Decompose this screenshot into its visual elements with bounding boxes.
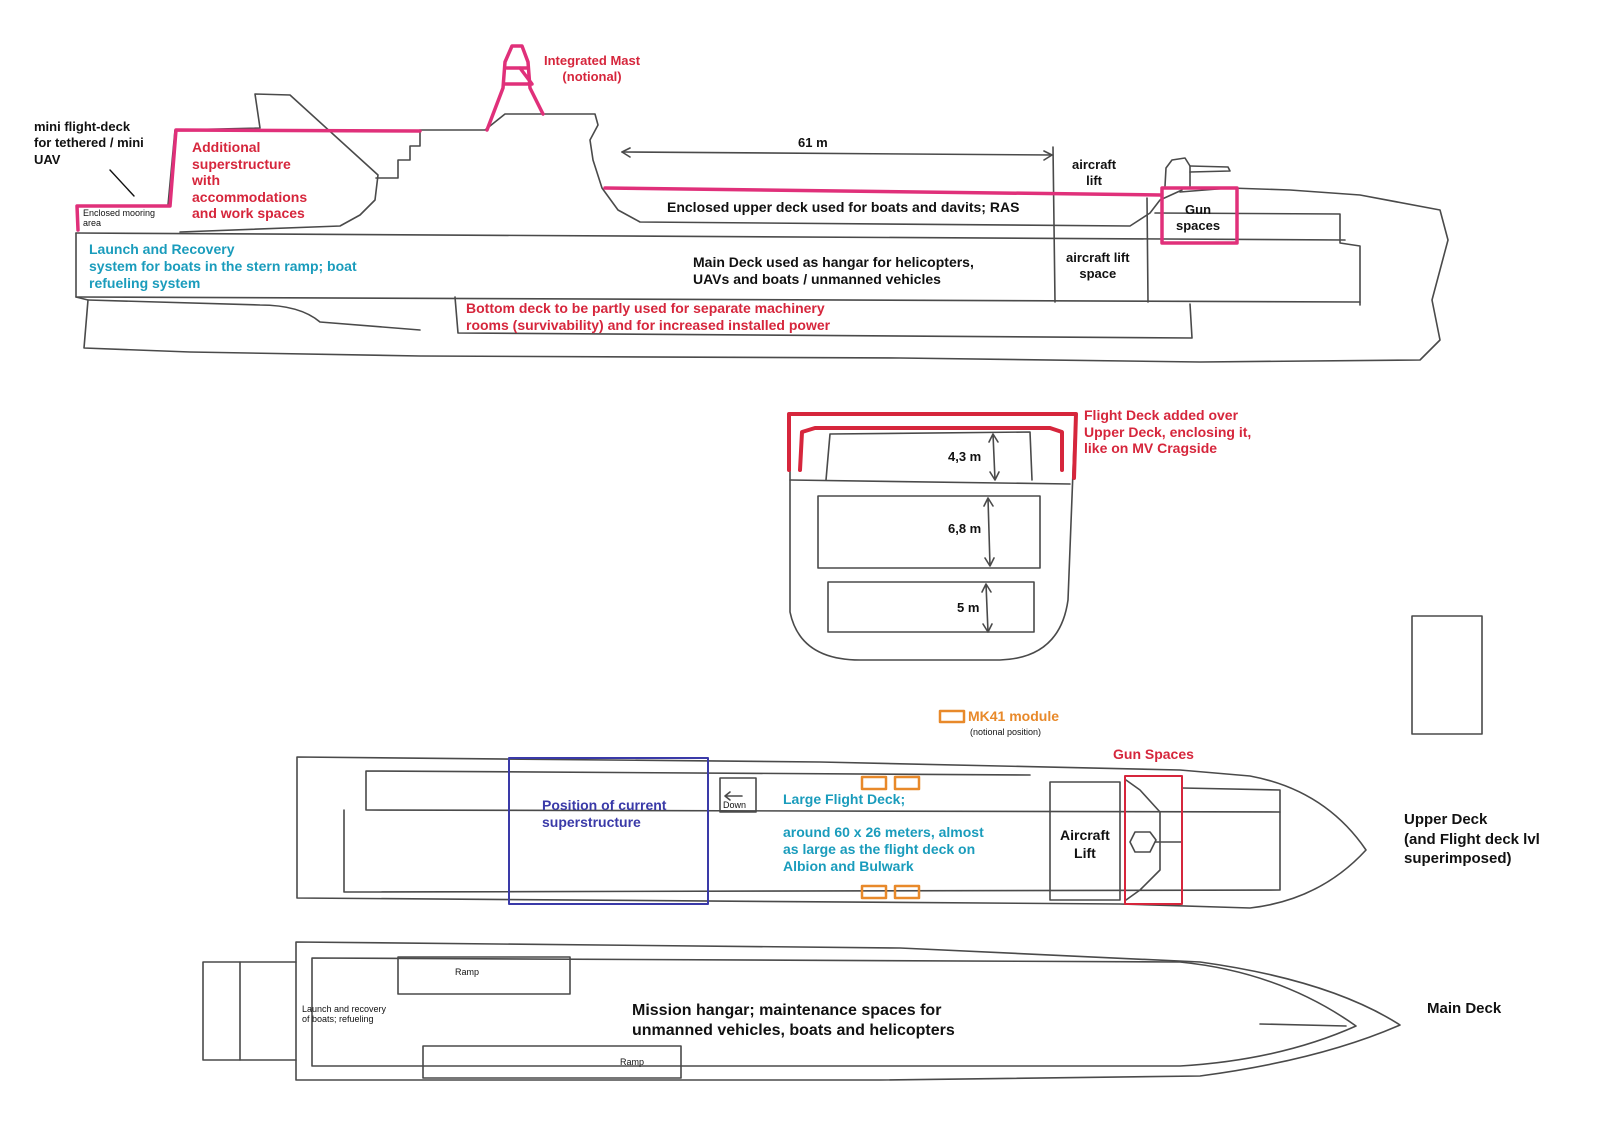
upper-deck-hull — [296, 756, 1367, 909]
mk41-module — [860, 775, 888, 791]
flight-deck-note-label: Flight Deck added over Upper Deck, enclo… — [1084, 407, 1252, 457]
aircraft-lift-label: aircraft lift — [1072, 157, 1117, 189]
cross-section — [789, 415, 1076, 661]
enclosed-upper-deck-label: Enclosed upper deck used for boats and d… — [667, 199, 1020, 215]
main-deck-hangar-label: Main Deck used as hangar for helicopters… — [693, 254, 974, 287]
down-label: Down — [723, 800, 747, 810]
hull-outline — [75, 187, 1449, 363]
upper-deck-plan — [296, 756, 1367, 909]
mk41-modules — [860, 775, 921, 900]
down-stair-box — [719, 777, 757, 813]
dimension-61m-line — [621, 151, 1053, 156]
mk41-module — [893, 775, 921, 791]
large-flight-deck-label: Large Flight Deck; — [783, 791, 906, 807]
aircraft-lift-plan-label: Aircraft Lift — [1060, 827, 1110, 861]
dim-68-arrow — [983, 497, 995, 567]
main-deck-caption: Main Deck — [1427, 1000, 1502, 1017]
cross-section-middle-box — [817, 495, 1041, 569]
gun-spaces-label: Gun spaces — [1176, 202, 1221, 234]
upper-deck-inner-top — [365, 770, 1281, 813]
mini-flight-deck-line — [75, 128, 422, 232]
height-upper-label: 4,3 m — [948, 449, 982, 464]
gun-spaces-plan-label: Gun Spaces — [1113, 746, 1194, 762]
ramp-bottom-label: Ramp — [620, 1057, 645, 1067]
main-deck-plan — [202, 941, 1401, 1081]
standalone-rectangle — [1411, 615, 1483, 735]
bow-centerline — [1259, 1023, 1347, 1027]
mk41-legend-label: MK41 module — [968, 708, 1060, 724]
bottom-deck-block — [454, 296, 1193, 339]
ramp-top-box — [397, 956, 571, 995]
gun-mount-outline — [1125, 779, 1161, 901]
cross-section-lower-box — [827, 581, 1035, 633]
mission-hangar-label: Mission hangar; maintenance spaces for u… — [632, 1002, 955, 1039]
cross-section-hull — [789, 415, 1076, 661]
enclosed-mooring-label: Enclosed mooring area — [83, 208, 156, 229]
cross-section-flight-deck — [787, 412, 1078, 480]
mk41-module — [893, 884, 921, 900]
aircraft-lift-box — [1049, 781, 1121, 901]
main-deck-inner — [311, 957, 1357, 1067]
mini-flight-deck-pointer — [109, 169, 135, 197]
aircraft-lift-space-label: aircraft lift space — [1066, 250, 1130, 282]
upper-deck-inner-left — [343, 787, 1281, 893]
height-lower-label: 5 m — [957, 600, 980, 615]
dim-5-arrow — [981, 583, 993, 633]
ramp-top-label: Ramp — [455, 967, 480, 977]
main-deck-line — [75, 296, 1361, 303]
upper-deck-line — [75, 232, 1346, 241]
mk41-legend-note: (notional position) — [970, 727, 1042, 737]
gun-icon — [1164, 157, 1231, 187]
launch-recovery-plan-label: Launch and recovery of boats; refueling — [302, 1004, 387, 1025]
upper-deck-caption: Upper Deck (and Flight deck lvl superimp… — [1404, 811, 1540, 867]
gun-plan-icon — [1129, 831, 1183, 853]
gun-spaces-plan-box — [1124, 775, 1183, 905]
superstructure-steps — [375, 129, 421, 179]
flight-deck-inner-line — [798, 426, 1064, 472]
upper-deck-structure — [1154, 212, 1361, 306]
mini-flight-deck-label: mini flight-deck for tethered / mini UAV — [34, 119, 144, 167]
current-superstructure-label: Position of current superstructure — [542, 797, 667, 830]
gun-spaces-box — [1160, 186, 1239, 245]
side-view-profile — [75, 93, 1449, 363]
aircraft-lift-line — [1052, 146, 1056, 303]
stern-ramp — [87, 299, 421, 331]
current-superstructure-box — [508, 757, 709, 905]
height-middle-label: 6,8 m — [948, 521, 982, 536]
upper-deck-roof-line — [603, 186, 1162, 197]
flight-deck-size-label: around 60 x 26 meters, almost as large a… — [783, 824, 984, 874]
ramp-bottom-box — [422, 1045, 682, 1079]
additional-superstructure-label: Additional superstructure with accommoda… — [192, 139, 308, 222]
down-arrow-icon — [724, 791, 743, 801]
integrated-mast-label: Integrated Mast (notional) — [544, 53, 641, 85]
cross-section-upper-deck — [789, 479, 1071, 485]
side-view-red-additions — [75, 44, 1239, 245]
mk41-module — [860, 884, 888, 900]
main-deck-hull — [295, 941, 1401, 1081]
dim-43-arrow — [988, 433, 1000, 481]
integrated-mast-icon — [485, 44, 545, 132]
mk41-legend-swatch — [938, 709, 966, 724]
cross-section-top-box — [825, 431, 1033, 481]
stern-extension — [202, 961, 297, 1061]
dimension-61m-arrows — [621, 147, 1053, 161]
launch-recovery-label: Launch and Recovery system for boats in … — [89, 241, 357, 291]
bottom-deck-label: Bottom deck to be partly used for separa… — [466, 300, 831, 333]
dimension-61m-label: 61 m — [798, 135, 828, 150]
lift-space-line — [1146, 197, 1149, 303]
flight-deck-outer-line — [787, 412, 1078, 480]
